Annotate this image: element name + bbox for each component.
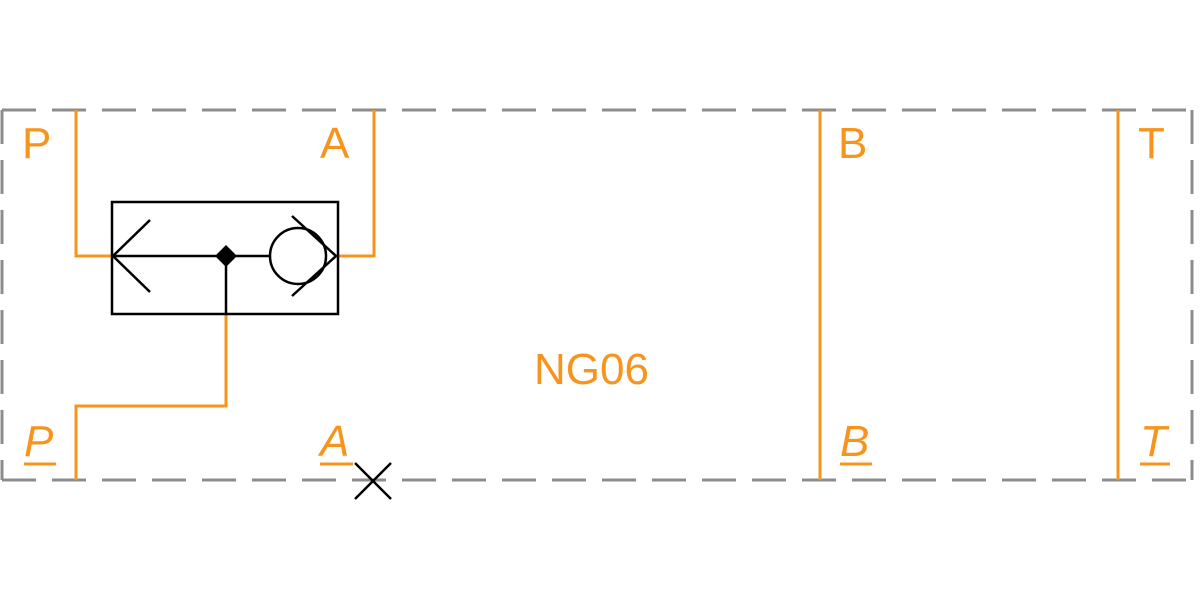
- label-t-bottom: T: [1140, 417, 1170, 466]
- junction-dot: [215, 245, 237, 267]
- blocked-port-x-icon: [354, 462, 392, 500]
- valve-ball: [268, 226, 328, 286]
- label-p-top: P: [22, 119, 51, 168]
- label-a-bottom: A: [317, 417, 349, 466]
- bottom-port-labels: P A B T: [24, 417, 1170, 466]
- valve-seat: [291, 215, 338, 297]
- label-t-top: T: [1138, 119, 1165, 168]
- line-p-top: [74, 110, 112, 258]
- check-valve-icon: [110, 200, 340, 316]
- line-p-bottom: [74, 314, 228, 480]
- label-b-top: B: [838, 119, 867, 168]
- label-p-bottom: P: [24, 417, 54, 466]
- top-port-labels: P A B T: [22, 119, 1165, 168]
- valve-arrowhead: [111, 219, 151, 293]
- hydraulic-lines: [74, 110, 1120, 480]
- module-boundary: [0, 108, 1194, 482]
- x-stroke-2: [354, 462, 392, 500]
- nominal-size-label: NG06: [534, 345, 649, 394]
- line-a-top: [338, 110, 376, 258]
- label-b-bottom: B: [840, 417, 869, 466]
- label-a-top: A: [320, 119, 350, 168]
